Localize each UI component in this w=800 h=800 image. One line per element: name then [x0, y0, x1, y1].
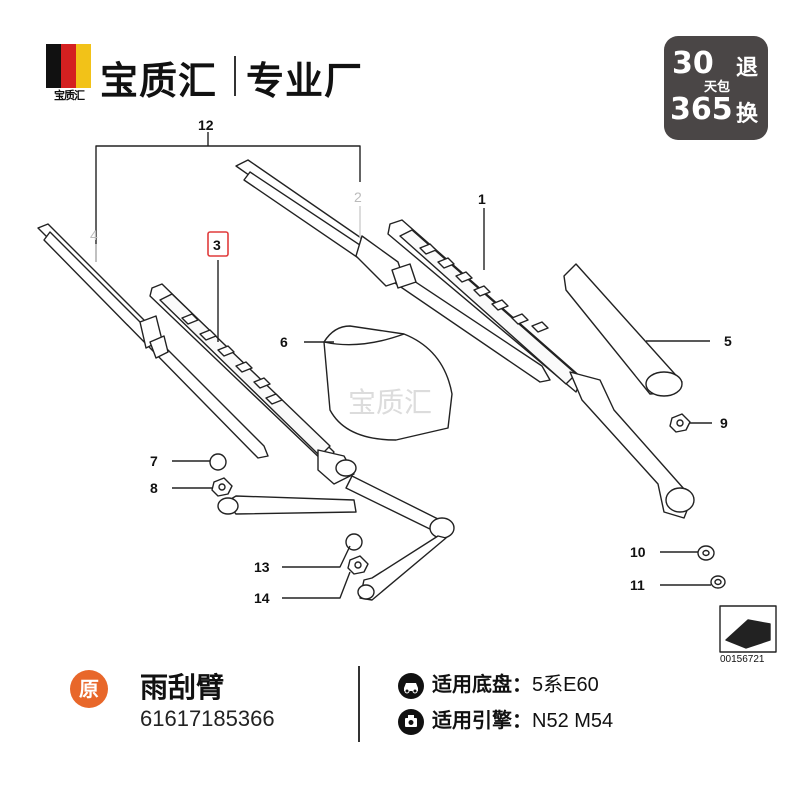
callout-14: 14 — [254, 590, 270, 606]
diagram-reference-number: 00156721 — [720, 654, 765, 665]
warranty-badge: 30 退 天包 365 换 — [664, 36, 768, 140]
engine-icon — [398, 708, 424, 735]
spec-row-chassis: 适用底盘：5系E60 — [398, 668, 599, 699]
origin-badge-icon: 原 — [70, 670, 108, 708]
flag-label: 宝质汇 — [54, 89, 85, 102]
badge-exchange: 换 — [736, 102, 759, 127]
callout-5: 5 — [724, 333, 732, 349]
brand-slogan: 专业厂 — [246, 59, 364, 103]
washer-10 — [697, 545, 715, 561]
watermark: 宝质汇 — [348, 386, 432, 419]
callout-8: 8 — [150, 480, 158, 496]
engine-label: 适用引擎： — [432, 708, 532, 732]
callout-6: 6 — [280, 334, 288, 350]
callout-9: 9 — [720, 415, 728, 431]
parts-diagram: 宝质汇 12 2 4 3 1 6 5 9 7 8 10 11 13 14 — [37, 117, 777, 653]
reference-arrow-box — [719, 605, 777, 653]
chassis-value: 5系E60 — [532, 674, 599, 696]
brand-name: 宝质汇 — [100, 59, 218, 103]
callout-13: 13 — [254, 559, 270, 575]
washer-11 — [710, 575, 726, 589]
flag-stripe-gold — [76, 44, 91, 88]
callout-3: 3 — [213, 237, 221, 253]
chassis-label: 适用底盘： — [432, 672, 532, 696]
car-icon — [398, 672, 424, 699]
engine-value: N52 M54 — [532, 710, 614, 732]
callout-10: 10 — [630, 544, 646, 560]
badge-days: 30 — [672, 46, 714, 81]
callout-2: 2 — [354, 189, 362, 205]
wiper-blade-2 — [235, 159, 551, 383]
wiper-blade-4 — [37, 223, 269, 459]
highlight-box-3 — [207, 231, 229, 257]
spec-row-engine: 适用引擎：N52 M54 — [398, 704, 613, 735]
part-name: 雨刮臂 — [140, 671, 225, 704]
callout-4: 4 — [90, 227, 98, 243]
cowl-cover-6 — [323, 325, 453, 441]
wiper-arm-3 — [149, 283, 357, 485]
nut-8 — [211, 477, 233, 497]
footer-divider — [358, 666, 360, 742]
brand-flag-logo: 宝质汇 — [46, 44, 92, 104]
leader-13 — [282, 545, 351, 568]
brand-divider — [234, 56, 236, 96]
cap-7 — [209, 453, 227, 471]
callout-11: 11 — [630, 577, 645, 593]
cap-13 — [345, 533, 363, 551]
badge-year: 365 — [670, 92, 733, 127]
flag-stripe-red — [61, 44, 76, 88]
callout-12: 12 — [198, 117, 214, 133]
badge-return: 退 — [736, 56, 759, 81]
linkage-rods — [217, 475, 455, 601]
bracket-12 — [95, 145, 361, 262]
part-number: 61617185366 — [140, 706, 275, 731]
nut-9 — [669, 413, 691, 433]
wiper-arm-1 — [387, 219, 695, 519]
badge-free: 天包 — [704, 80, 731, 95]
nut-14 — [347, 555, 369, 575]
callout-1: 1 — [478, 191, 486, 207]
cover-cap-5 — [563, 263, 683, 397]
callout-7: 7 — [150, 453, 158, 469]
flag-stripe-black — [46, 44, 61, 88]
leader-14 — [282, 571, 351, 599]
